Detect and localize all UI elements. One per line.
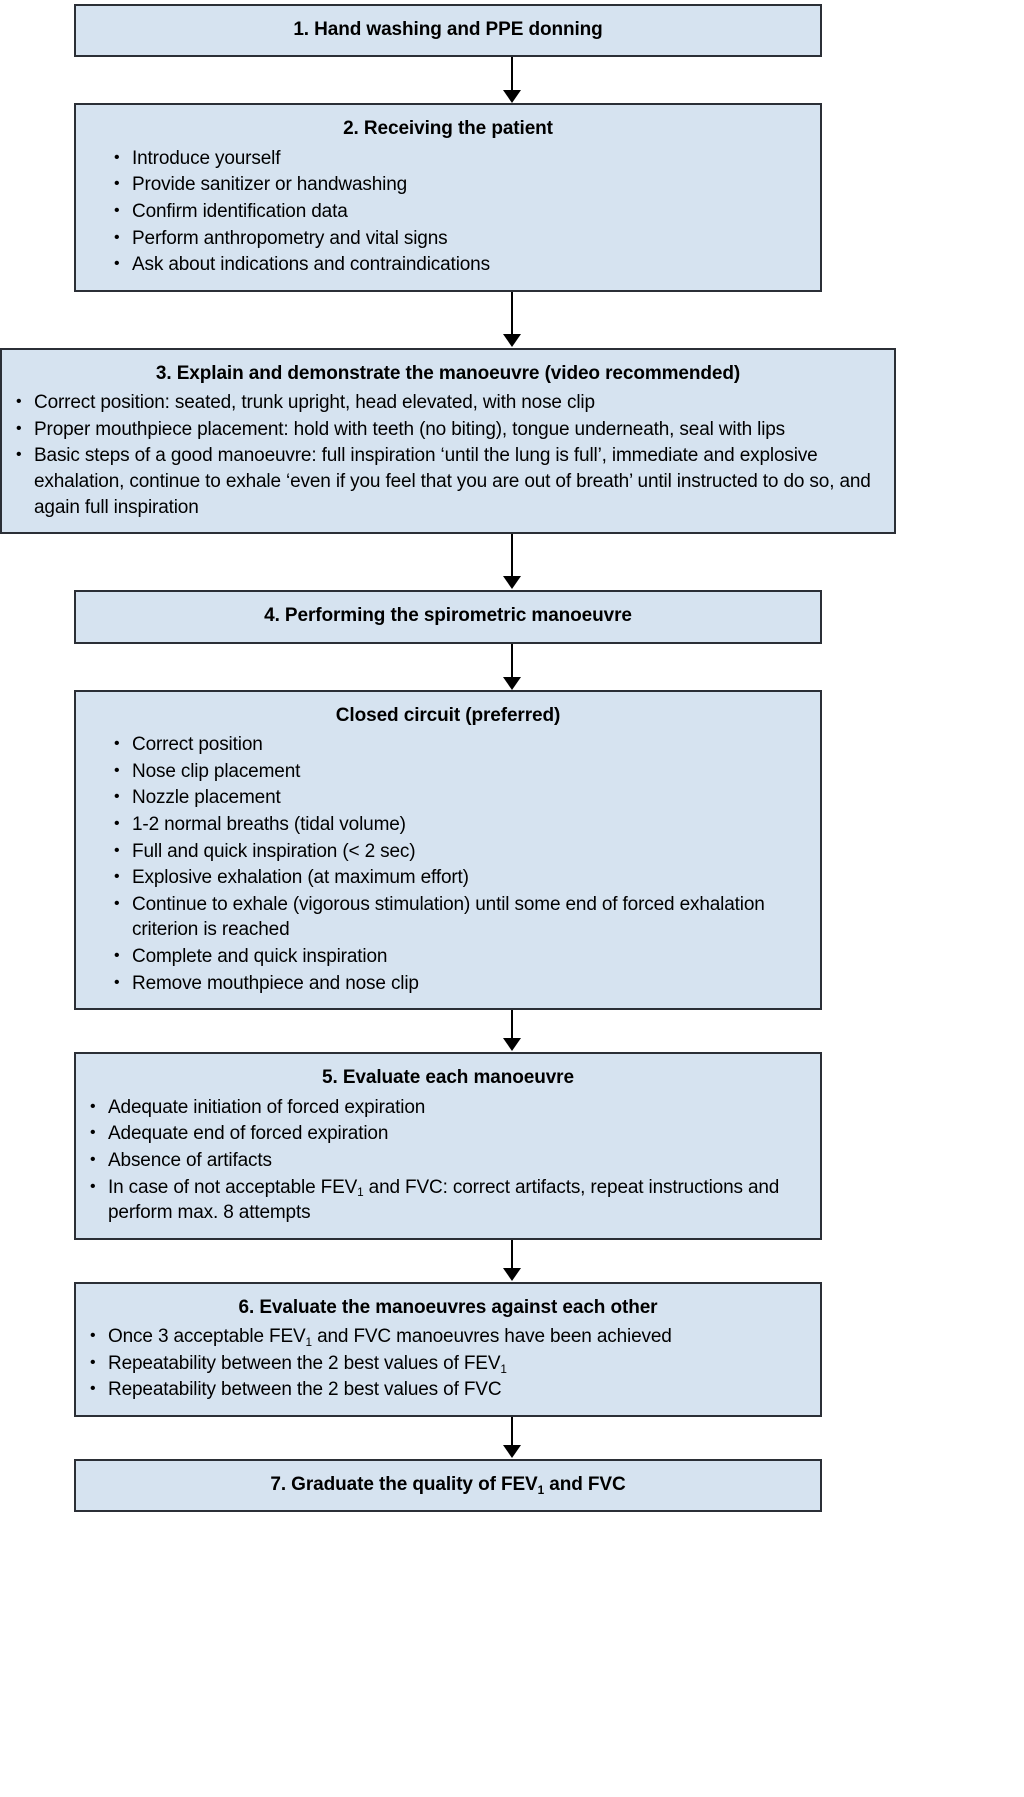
arrow-stem	[511, 1010, 513, 1042]
arrow-3-to-4	[0, 534, 1024, 590]
list-item: Confirm identification data	[112, 199, 808, 225]
flow-box-step-2: 2. Receiving the patient Introduce yours…	[74, 103, 822, 292]
arrow-head-icon	[503, 576, 521, 590]
list-item: Correct position	[112, 732, 808, 758]
box-title-step-6: 6. Evaluate the manoeuvres against each …	[238, 1296, 658, 1318]
arrow-5-to-6	[0, 1239, 1024, 1282]
bullet-list-step-5: Adequate initiation of forced expiration…	[88, 1095, 808, 1226]
list-item: Remove mouthpiece and nose clip	[112, 971, 808, 997]
list-item: Nozzle placement	[112, 785, 808, 811]
list-item: In case of not acceptable FEV1 and FVC: …	[88, 1175, 808, 1226]
arrow-head-icon	[503, 1038, 521, 1052]
flow-box-step-7: 7. Graduate the quality of FEV1 and FVC	[74, 1459, 822, 1513]
arrow-head-icon	[503, 1267, 521, 1281]
arrow-stem	[511, 534, 513, 580]
list-item: Perform anthropometry and vital signs	[112, 226, 808, 252]
arrow-2-to-3	[0, 291, 1024, 348]
arrow-stem	[511, 291, 513, 337]
flow-box-step-4: 4. Performing the spirometric manoeuvre	[74, 590, 822, 644]
list-item: Explosive exhalation (at maximum effort)	[112, 865, 808, 891]
arrow-head-icon	[503, 1445, 521, 1459]
box-title-step-1: 1. Hand washing and PPE donning	[293, 19, 603, 40]
flowchart-container: 1. Hand washing and PPE donning 2. Recei…	[0, 0, 1024, 1512]
list-item: Repeatability between the 2 best values …	[88, 1351, 808, 1377]
box-title-step-5: 5. Evaluate each manoeuvre	[322, 1067, 574, 1089]
flow-box-step-5: 5. Evaluate each manoeuvre Adequate init…	[74, 1052, 822, 1240]
list-item: Introduce yourself	[112, 146, 808, 172]
list-item: Correct position: seated, trunk upright,…	[14, 390, 882, 416]
list-item: Once 3 acceptable FEV1 and FVC manoeuvre…	[88, 1324, 808, 1350]
box-title-step-4: 4. Performing the spirometric manoeuvre	[264, 605, 632, 627]
arrow-stem	[511, 1417, 513, 1449]
flow-box-step-3: 3. Explain and demonstrate the manoeuvre…	[0, 347, 896, 535]
box-title-step-3: 3. Explain and demonstrate the manoeuvre…	[155, 362, 741, 384]
arrow-head-icon	[503, 90, 521, 104]
arrow-stem	[511, 643, 513, 680]
arrow-head-icon	[503, 676, 521, 690]
list-item: Provide sanitizer or handwashing	[112, 172, 808, 198]
arrow-stem	[511, 57, 513, 94]
box-title-closed-circuit: Closed circuit (preferred)	[335, 704, 561, 726]
bullet-list-closed-circuit: Correct position Nose clip placement Noz…	[88, 732, 808, 996]
flow-box-step-1: 1. Hand washing and PPE donning	[74, 4, 822, 58]
bullet-list-step-6: Once 3 acceptable FEV1 and FVC manoeuvre…	[88, 1324, 808, 1403]
list-item: 1-2 normal breaths (tidal volume)	[112, 812, 808, 838]
list-item: Continue to exhale (vigorous stimulation…	[112, 892, 808, 943]
list-item: Proper mouthpiece placement: hold with t…	[14, 417, 882, 443]
flow-box-step-6: 6. Evaluate the manoeuvres against each …	[74, 1281, 822, 1418]
list-item: Basic steps of a good manoeuvre: full in…	[14, 443, 882, 520]
list-item: Complete and quick inspiration	[112, 944, 808, 970]
arrow-6-to-7	[0, 1417, 1024, 1459]
arrow-stem	[511, 1239, 513, 1271]
arrow-closed-circuit-to-5	[0, 1010, 1024, 1052]
bullet-list-step-3: Correct position: seated, trunk upright,…	[14, 390, 882, 520]
flow-box-closed-circuit: Closed circuit (preferred) Correct posit…	[74, 689, 822, 1011]
box-title-step-2: 2. Receiving the patient	[343, 118, 553, 140]
arrow-1-to-2	[0, 57, 1024, 104]
bullet-list-step-2: Introduce yourself Provide sanitizer or …	[88, 146, 808, 278]
list-item: Nose clip placement	[112, 759, 808, 785]
list-item: Ask about indications and contraindicati…	[112, 252, 808, 278]
list-item: Absence of artifacts	[88, 1148, 808, 1174]
arrow-head-icon	[503, 333, 521, 347]
list-item: Repeatability between the 2 best values …	[88, 1377, 808, 1403]
list-item: Adequate initiation of forced expiration	[88, 1095, 808, 1121]
list-item: Adequate end of forced expiration	[88, 1121, 808, 1147]
box-title-step-7: 7. Graduate the quality of FEV1 and FVC	[270, 1474, 626, 1497]
list-item: Full and quick inspiration (< 2 sec)	[112, 839, 808, 865]
arrow-4-to-closed-circuit	[0, 643, 1024, 690]
